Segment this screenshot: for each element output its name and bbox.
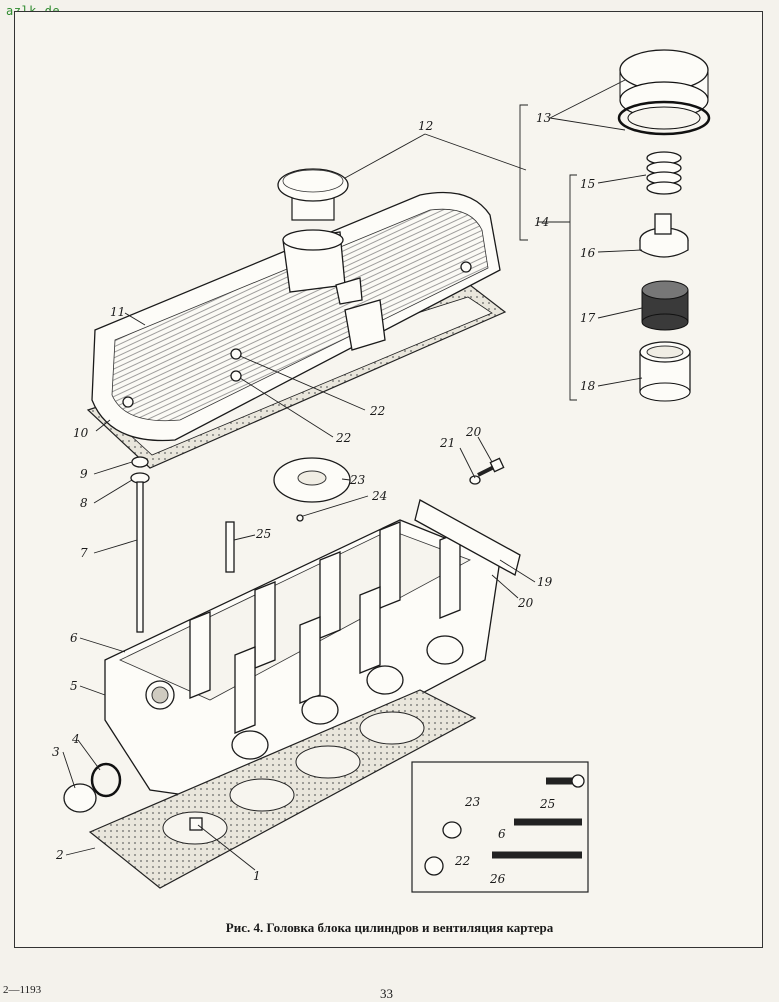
callout-1: 1 (253, 869, 261, 883)
inset-callout-23: 23 (464, 795, 481, 809)
plug (63, 762, 122, 813)
callout-20: 20 (517, 596, 534, 610)
callout-9: 9 (80, 467, 88, 481)
breather-cap (617, 49, 711, 136)
filter-housing (639, 341, 691, 402)
inset-callout-26: 26 (489, 872, 506, 886)
figure-caption: Рис. 4. Головка блока цилиндров и вентил… (225, 920, 554, 935)
callout-3: 3 (52, 745, 60, 759)
inset-callout-22: 22 (454, 854, 470, 868)
callout-16: 16 (580, 246, 596, 260)
cover-plate (273, 457, 351, 522)
callout-5: 5 (70, 679, 78, 693)
oil-filler-cap (277, 168, 363, 305)
callout-labels: 12 13 14 15 16 17 18 11 22 22 10 21 20 9… (52, 111, 596, 886)
callout-8: 8 (80, 496, 88, 510)
callout-17: 17 (580, 311, 596, 325)
callout-4: 4 (71, 732, 80, 746)
callout-2: 2 (55, 848, 64, 862)
callout-11: 11 (110, 305, 125, 319)
callout-12: 12 (418, 119, 433, 133)
callout-22-mid: 22 (335, 431, 351, 445)
callout-23-top: 22 (369, 404, 385, 418)
valve-cover (91, 191, 501, 442)
callout-13: 13 (536, 111, 552, 125)
stud (225, 521, 235, 573)
long-stud (130, 456, 150, 633)
callout-19: 19 (537, 575, 553, 589)
breather-valve (639, 213, 689, 258)
callout-24: 23 (349, 473, 366, 487)
inset-box (411, 761, 589, 893)
callout-15: 15 (580, 177, 595, 191)
callout-22-upper: 21 (439, 436, 455, 450)
cylinder-head (104, 499, 521, 801)
bolt-small (469, 457, 505, 485)
callout-21: 20 (465, 425, 482, 439)
callout-7: 7 (80, 546, 88, 560)
callout-14: 14 (534, 215, 549, 229)
callout-26-top: 25 (255, 527, 271, 541)
filter-element (641, 280, 689, 331)
callout-10: 10 (73, 426, 89, 440)
page-number: 33 (380, 986, 393, 1001)
head-gasket (88, 689, 477, 889)
callout-18: 18 (580, 379, 596, 393)
page-code: 2—1193 (3, 984, 42, 996)
callout-25-top: 24 (371, 489, 387, 503)
spring (646, 151, 682, 195)
leader-lines (62, 79, 647, 871)
inset-callout-6: 6 (498, 827, 506, 841)
inset-callout-25: 25 (539, 797, 555, 811)
callout-6: 6 (70, 631, 78, 645)
